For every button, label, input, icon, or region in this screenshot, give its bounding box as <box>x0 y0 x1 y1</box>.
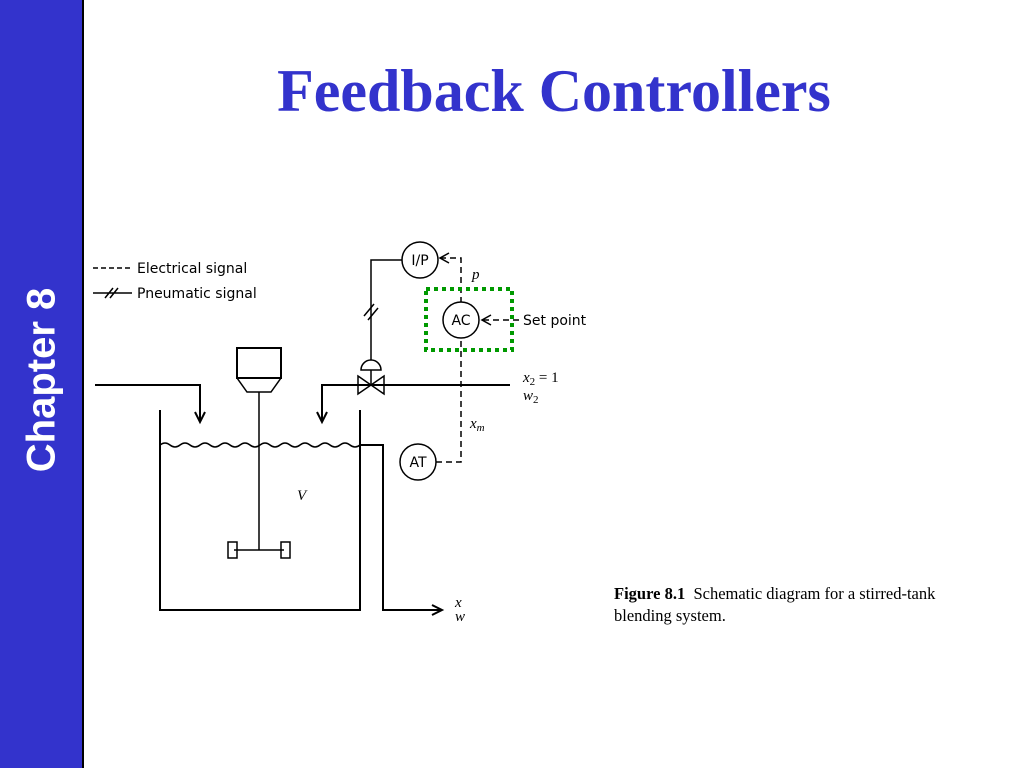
valve-actuator <box>360 359 382 371</box>
legend-pneumatic-line <box>93 287 132 299</box>
signal-at-to-ac <box>436 337 462 463</box>
pneumatic-hatch <box>363 303 379 321</box>
outlet-x-label: x <box>454 595 462 611</box>
ip-label: I/P <box>411 253 428 269</box>
x2-label: x2 = 1 <box>522 370 559 388</box>
figure-number: Figure 8.1 <box>614 584 686 603</box>
impeller-right <box>280 541 291 559</box>
legend-pneumatic-label: Pneumatic signal <box>137 286 257 302</box>
p-label: p <box>471 267 480 283</box>
slide-title: Feedback Controllers <box>277 58 831 124</box>
at-label: AT <box>409 455 426 471</box>
impeller-left <box>227 541 238 559</box>
figure-caption: Figure 8.1 Schematic diagram for a stirr… <box>614 583 984 627</box>
chapter-sidebar: Chapter 8 <box>0 0 84 768</box>
chapter-label: Chapter 8 <box>19 287 64 473</box>
inlet-stream-1 <box>95 384 201 420</box>
inlet-stream-2 <box>321 384 510 420</box>
mixer-motor <box>236 347 282 379</box>
controller-highlight-box <box>424 287 514 352</box>
set-point-label: Set point <box>523 313 587 329</box>
ac-label: AC <box>451 313 470 329</box>
volume-label: V <box>297 488 308 504</box>
xm-label: xm <box>469 416 485 434</box>
legend-electrical-label: Electrical signal <box>137 261 247 277</box>
analyzer-controller <box>442 301 480 339</box>
control-valve <box>357 374 385 396</box>
liquid-surface <box>159 442 361 448</box>
caption-text: Schematic diagram for a stirred-tank ble… <box>614 584 936 625</box>
pneumatic-line <box>370 259 402 360</box>
analyzer-transmitter <box>399 443 437 481</box>
outlet-stream <box>360 444 440 611</box>
ip-transducer <box>401 241 439 279</box>
signal-ac-to-ip <box>440 257 462 303</box>
outlet-w-label: w <box>455 609 465 625</box>
blending-system-diagram: Electrical signal Pneumatic signal I/P A… <box>93 241 587 625</box>
tank-wall <box>159 410 361 611</box>
mixer-shaft <box>236 377 282 550</box>
w2-label: w2 <box>523 388 539 406</box>
